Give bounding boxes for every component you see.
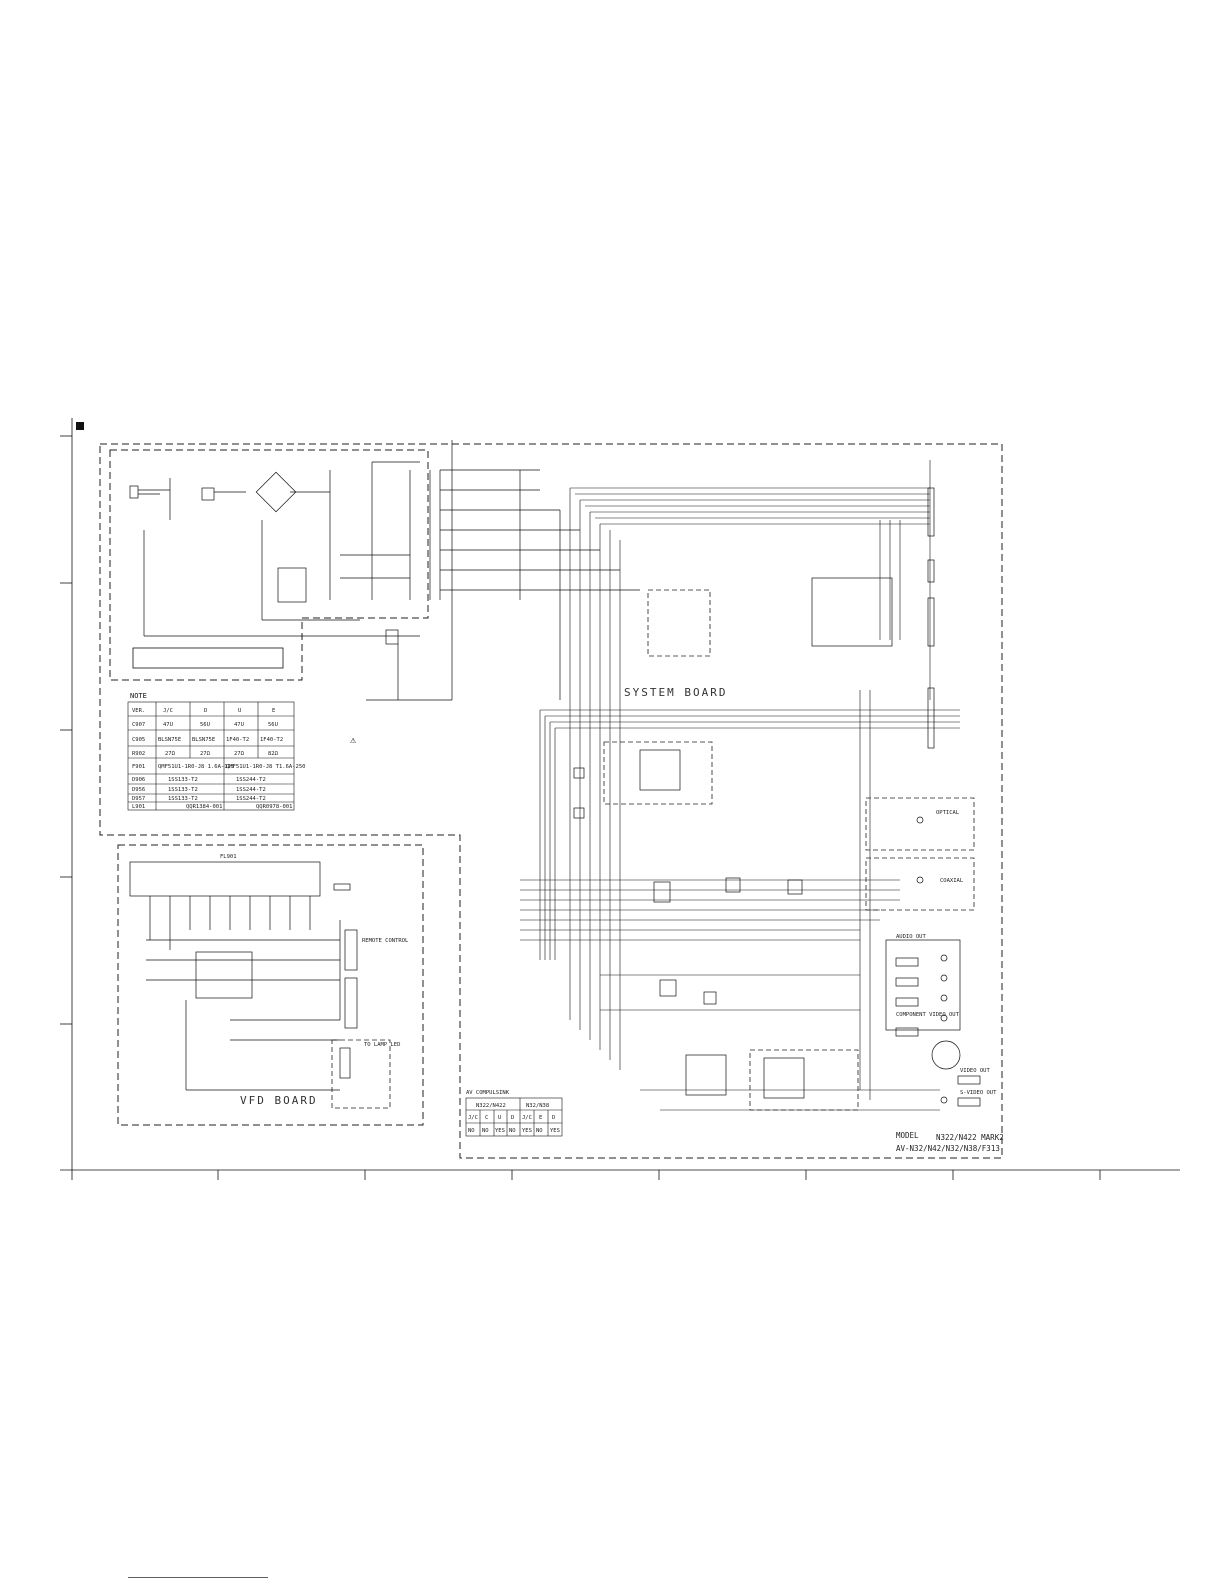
vfd-tube-label: FL901 — [220, 854, 237, 860]
av-table-cells: J/C C U D J/C E D NO NO YES NO YES NO YE… — [468, 1115, 560, 1134]
av-val: NO — [468, 1128, 475, 1134]
av-table-group: N322/N422 — [476, 1103, 506, 1109]
note-cell: E — [272, 708, 275, 714]
note-cell: D957 — [132, 796, 145, 802]
av-head: D — [552, 1115, 555, 1121]
note-cell: 27Ω — [200, 751, 211, 757]
av-head: C — [485, 1115, 488, 1121]
av-head: J/C — [522, 1115, 532, 1121]
note-cell: 1SS244-T2 — [236, 796, 266, 802]
note-cell: D956 — [132, 787, 145, 793]
note-cell: 1SS244-T2 — [236, 777, 266, 783]
note-label: NOTE — [130, 692, 147, 700]
note-cell: D — [204, 708, 207, 714]
note-cell: BLSN75E — [158, 737, 181, 743]
dashed-subcircuits — [331, 589, 975, 1111]
note-cell: 1F40-T2 — [226, 737, 249, 743]
note-cell: 82Ω — [268, 751, 279, 757]
remote-label: REMOTE CONTROL — [362, 938, 409, 944]
note-cell: F901 — [132, 764, 145, 770]
note-cell: L901 — [132, 804, 145, 810]
note-table-text: VER. J/C D U E C907 47U 56U 47U 56U C905… — [132, 708, 305, 810]
model-label: MODEL — [896, 1131, 919, 1140]
note-cell: 27Ω — [165, 751, 176, 757]
av-val: NO — [482, 1128, 489, 1134]
av-head: U — [498, 1115, 501, 1121]
av-val: YES — [550, 1128, 560, 1134]
note-cell: QMF51U1-1R0-J8 T1.6A-250 — [226, 764, 305, 770]
video-out-label: VIDEO OUT — [960, 1068, 990, 1074]
note-cell: U — [238, 708, 241, 714]
av-head: J/C — [468, 1115, 478, 1121]
note-cell: QMF51U1-1R0-J8 1.6A-125 — [158, 764, 234, 770]
vfd-board-label: VFD BOARD — [240, 1094, 318, 1107]
sheet-frame — [60, 418, 1180, 1180]
model-line-2: AV-N32/N42/N32/N38/F313 — [896, 1144, 1000, 1153]
system-ics — [573, 749, 961, 1099]
av-head: D — [511, 1115, 514, 1121]
note-cell: 1SS133-T2 — [168, 787, 198, 793]
power-supply-boundary — [109, 449, 429, 681]
note-cell: QQR0978-001 — [256, 804, 292, 810]
note-cell: J/C — [163, 708, 173, 714]
note-cell: C907 — [132, 722, 145, 728]
note-cell: 1SS133-T2 — [168, 777, 198, 783]
coaxial-label: COAXIAL — [940, 878, 964, 884]
power-transformer — [409, 469, 640, 700]
note-cell: 27Ω — [234, 751, 245, 757]
note-cell: C905 — [132, 737, 145, 743]
av-val: NO — [509, 1128, 516, 1134]
audio-out-label: AUDIO OUT — [896, 934, 926, 940]
system-bus-wires — [520, 460, 960, 1111]
to-lamp-label: TO LAMP LED — [364, 1042, 400, 1048]
note-cell: 56U — [268, 722, 278, 728]
note-cell: 47U — [163, 722, 173, 728]
av-compulsink-table — [465, 1097, 563, 1137]
optical-label: OPTICAL — [936, 810, 960, 816]
section-marker — [76, 422, 84, 430]
note-cell: 1SS244-T2 — [236, 787, 266, 793]
av-head: E — [539, 1115, 542, 1121]
component-label: COMPONENT VIDEO OUT — [896, 1012, 960, 1018]
system-board-label: SYSTEM BOARD — [624, 686, 727, 699]
model-line-1: N322/N422 MARK2 — [936, 1133, 1004, 1142]
note-cell: 1F40-T2 — [260, 737, 283, 743]
system-board-boundary — [99, 443, 1003, 1159]
caution-symbol: ⚠ — [350, 735, 357, 746]
av-val: YES — [495, 1128, 505, 1134]
warning-box — [132, 647, 284, 669]
av-table-title: AV COMPULSINK — [466, 1090, 510, 1096]
av-val: NO — [536, 1128, 543, 1134]
note-cell: 1SS133-T2 — [168, 796, 198, 802]
note-cell: 56U — [200, 722, 210, 728]
power-supply-circuit — [129, 440, 453, 701]
s-video-label: S-VIDEO OUT — [960, 1090, 997, 1096]
vfd-circuit — [129, 861, 358, 1091]
av-terminals — [895, 816, 981, 1107]
av-table-group: N32/N38 — [526, 1103, 549, 1109]
note-cell: BLSN75E — [192, 737, 215, 743]
note-cell: 47U — [234, 722, 244, 728]
av-val: YES — [522, 1128, 532, 1134]
note-cell: R902 — [132, 751, 145, 757]
note-table — [127, 701, 295, 811]
vfd-board-boundary — [117, 844, 424, 1126]
note-cell: QQR1384-001 — [186, 804, 222, 810]
note-cell: D906 — [132, 777, 145, 783]
right-connectors — [811, 487, 935, 749]
footer-link-underline — [128, 1577, 268, 1578]
note-cell: VER. — [132, 708, 145, 714]
